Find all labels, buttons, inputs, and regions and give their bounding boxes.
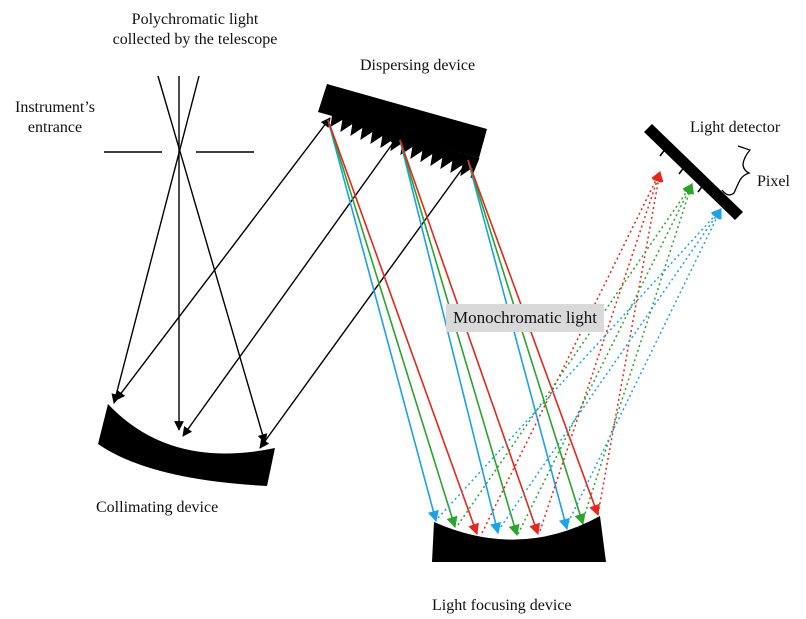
focus-blue-3 <box>565 208 722 528</box>
focus-red-3 <box>597 170 664 515</box>
focus-green-3 <box>581 183 695 524</box>
ray-group1-green <box>327 119 458 529</box>
ray-group2-blue <box>399 139 501 535</box>
pixel-label: Pixel <box>757 173 790 190</box>
polychromatic-light-label: Polychromatic light collected by the tel… <box>100 10 290 50</box>
light-detector <box>644 124 743 220</box>
monochromatic-light-label: Monochromatic light <box>446 304 605 332</box>
polychromatic-line2: collected by the telescope <box>112 31 278 48</box>
focus-green-1 <box>457 183 693 526</box>
pixel-brace <box>721 145 752 196</box>
polychromatic-line1: Polychromatic light <box>131 11 259 28</box>
focusing-device-label: Light focusing device <box>432 597 572 614</box>
ray-group2-red <box>399 139 540 536</box>
focus-red-1 <box>481 171 661 534</box>
incoming-rays <box>111 75 268 444</box>
focus-blue-2 <box>497 208 722 532</box>
ray-group1-blue <box>327 119 439 523</box>
light-detector-label: Light detector <box>690 119 781 136</box>
collimating-mirror <box>98 404 275 486</box>
focus-red-2 <box>539 171 662 532</box>
focusing-mirror <box>432 516 606 562</box>
entrance-line2: entrance <box>27 119 83 136</box>
ray-group3-green <box>467 159 586 526</box>
ray-group3-blue <box>467 159 570 531</box>
entrance-label: Instrument’s entrance <box>0 98 110 138</box>
entrance-line1: Instrument’s <box>15 99 95 116</box>
ray-group3-red <box>467 159 600 517</box>
dispersed-rays <box>327 119 600 537</box>
collimating-device-label: Collimating device <box>96 499 219 516</box>
focus-green-2 <box>517 183 693 535</box>
focus-blue-1 <box>437 208 722 519</box>
ray-group2-green <box>399 139 520 537</box>
collimated-rays <box>115 117 471 449</box>
focused-rays <box>437 170 722 535</box>
dispersing-device-label: Dispersing device <box>360 57 476 74</box>
ray-group1-red <box>327 119 479 536</box>
